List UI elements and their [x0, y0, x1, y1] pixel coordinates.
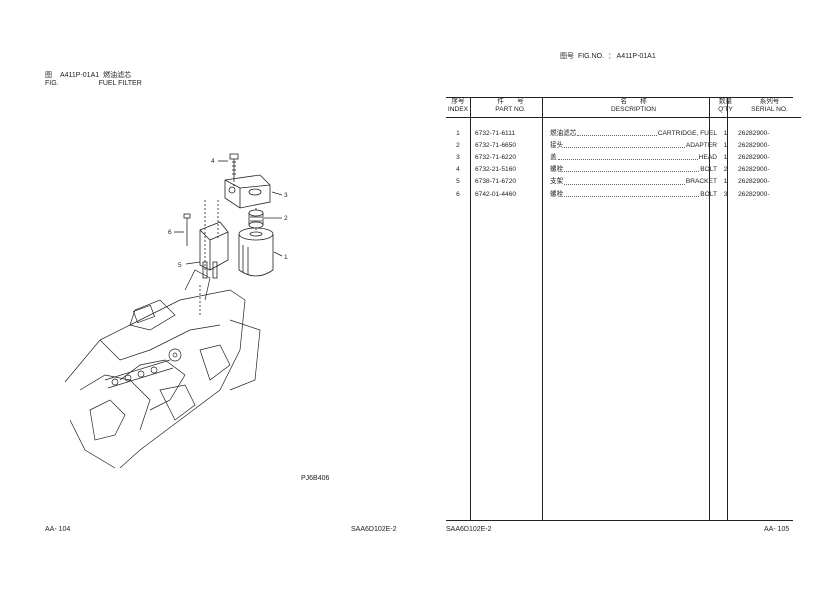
row-part-no: 6732-21-5160 — [475, 166, 517, 174]
row-qty: 1 — [723, 129, 728, 137]
row-serial-no: 26282900- — [738, 190, 770, 198]
row-serial-no: 26282900- — [738, 178, 770, 186]
adapter-part-2 — [248, 209, 264, 229]
fig-label-en: FIG. — [45, 80, 59, 87]
fig-no-label-en: FIG.NO. — [577, 53, 605, 60]
engine-block-outline — [64, 269, 261, 469]
row-serial-no: 26282900- — [738, 141, 770, 149]
row-qty: 3 — [723, 190, 728, 198]
title-en: FUEL FILTER — [98, 80, 142, 87]
column-divider — [727, 98, 728, 521]
bolt-part-4 — [229, 153, 239, 180]
column-divider — [470, 98, 471, 521]
left-model-code: SAA6D102E-2 — [351, 526, 397, 533]
bracket-part-5 — [199, 221, 229, 279]
bolt-part-6 — [183, 213, 191, 246]
row-serial-no: 26282900- — [738, 153, 770, 161]
row-index: 6 — [456, 190, 460, 198]
figure-heading: 图 A411P-01A1 燃油滤芯 FIG. FUEL FILTER — [45, 72, 142, 88]
fig-number: 图号 FIG.NO. ： A411P-01A1 — [560, 51, 656, 61]
row-qty: 2 — [723, 166, 728, 174]
row-serial-no: 26282900- — [738, 166, 770, 174]
drawing-code: PJ6B406 — [301, 475, 330, 482]
row-part-no: 6742-01-4460 — [475, 190, 517, 198]
row-qty: 1 — [723, 178, 728, 186]
left-page-number: AA- 104 — [45, 526, 71, 533]
fig-no-label-cn: 图号 — [560, 53, 574, 60]
column-divider — [709, 98, 710, 521]
fig-code: A411P-01A1 — [59, 72, 100, 79]
fig-no-separator: ： — [607, 53, 615, 60]
row-part-no: 6732-71-6650 — [475, 141, 517, 149]
cartridge-part-1 — [238, 227, 274, 277]
row-index: 5 — [456, 178, 460, 186]
row-index: 1 — [456, 129, 460, 137]
row-serial-no: 26282900- — [738, 129, 770, 137]
callout-1: 1 — [284, 254, 288, 261]
table-top-rule — [446, 97, 793, 98]
row-part-no: 6732-71-6220 — [475, 153, 517, 161]
column-divider — [542, 98, 543, 521]
row-part-no: 6732-71-6111 — [475, 129, 516, 137]
row-index: 4 — [456, 166, 460, 174]
fig-label-cn: 图 — [45, 72, 52, 79]
callout-6: 6 — [168, 229, 172, 236]
callout-2: 2 — [284, 215, 288, 222]
title-cn: 燃油滤芯 — [103, 72, 132, 79]
callout-3: 3 — [284, 192, 288, 199]
callout-5: 5 — [178, 262, 182, 269]
row-part-no: 6738-71-6720 — [475, 178, 517, 186]
row-index: 2 — [456, 141, 460, 149]
right-model-code: SAA6D102E-2 — [446, 526, 492, 533]
callout-4: 4 — [211, 158, 215, 165]
filter-head-part-3 — [224, 174, 271, 209]
exploded-parts-drawing: 4 3 2 1 5 6 — [64, 153, 288, 469]
right-page-number: AA- 105 — [764, 526, 790, 533]
row-index: 3 — [456, 153, 460, 161]
row-qty: 1 — [723, 141, 728, 149]
table-bottom-rule — [446, 520, 793, 521]
fig-no-value: A411P-01A1 — [616, 53, 656, 60]
row-qty: 1 — [723, 153, 728, 161]
